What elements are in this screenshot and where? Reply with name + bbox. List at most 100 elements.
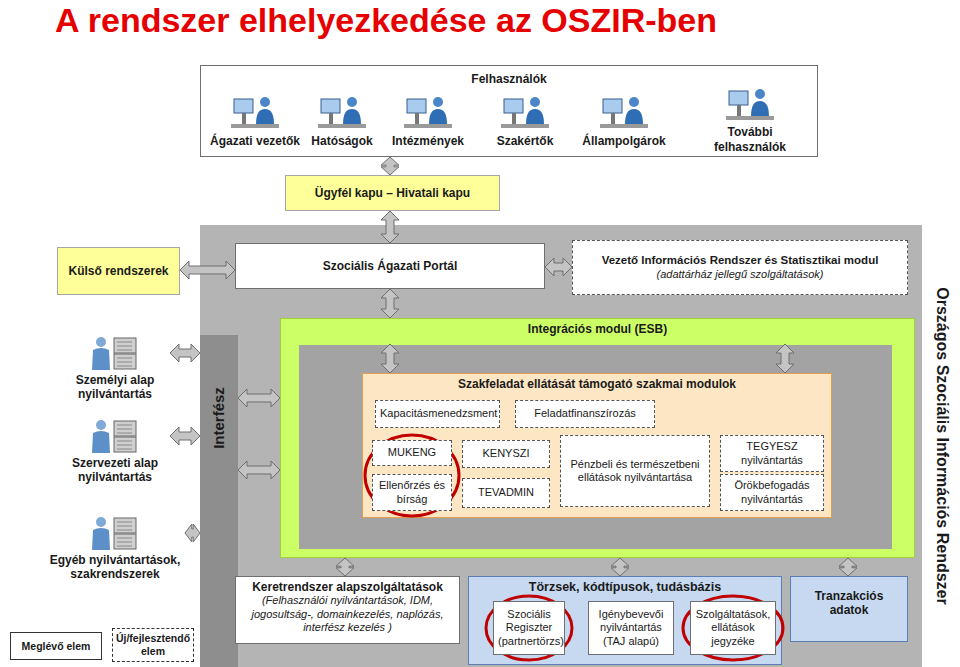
module-box: Szervezeti alap nyilvántartás xyxy=(60,418,170,492)
desk xyxy=(501,124,549,128)
container-box: Törzsek, kódtípusok, tudásbázisSzociális… xyxy=(468,576,782,665)
monitor-stand xyxy=(329,113,333,124)
person-body xyxy=(256,109,274,124)
box-text: Örökbefogadás nyilvántartás xyxy=(725,479,819,505)
server-slot xyxy=(117,362,132,363)
desk xyxy=(404,124,452,128)
module-box: Örökbefogadás nyilvántartás xyxy=(720,474,824,511)
double-arrow xyxy=(170,344,200,362)
server-unit xyxy=(114,354,136,369)
server-icon xyxy=(92,517,136,550)
server-slot xyxy=(117,441,132,442)
module-box: Keretrendszer alapszolgáltatások(Felhasz… xyxy=(235,576,460,644)
box-text: Ügyfél kapu – Hivatali kapu xyxy=(290,186,495,200)
server-unit xyxy=(114,338,136,353)
double-arrow xyxy=(545,258,572,276)
double-arrow xyxy=(238,461,280,479)
server-slot xyxy=(117,542,132,543)
double-arrow xyxy=(238,389,280,407)
module-box: TEGYESZ nyilvántartás xyxy=(720,435,824,472)
server-slot xyxy=(117,366,132,367)
monitor xyxy=(603,99,622,113)
box-text: Személyi alap nyilvántartás xyxy=(62,373,168,402)
box-text: Külső rendszerek xyxy=(62,264,175,278)
person-body xyxy=(526,109,544,124)
person-head xyxy=(96,420,106,430)
module-box: KENYSZI xyxy=(462,440,550,468)
person-body xyxy=(343,109,361,124)
user-group-label: Intézmények xyxy=(368,134,488,149)
monitor-stand xyxy=(512,113,516,124)
desk xyxy=(600,124,648,128)
server-slot xyxy=(117,449,132,450)
person-body xyxy=(625,109,643,124)
user-icon xyxy=(318,97,366,128)
double-arrow xyxy=(381,157,399,175)
user-icon xyxy=(501,97,549,128)
box-text: Szociális Regiszter (partnertörzs) xyxy=(498,608,560,648)
desk xyxy=(231,124,279,128)
box-text: Ellenőrzés és bírság xyxy=(377,479,447,505)
person-head xyxy=(96,337,106,347)
person-head xyxy=(755,89,765,99)
box-text: Vezető Információs Rendszer és Statiszti… xyxy=(577,254,903,268)
user-icon xyxy=(600,97,648,128)
module-box: Egyéb nyilvántartások, szakrendszerek xyxy=(45,515,185,587)
box-text: Igénybevevői nyilvántartás (TAJ alapú) xyxy=(593,608,669,648)
user-group-label: Szakértők xyxy=(465,134,585,149)
double-arrow xyxy=(180,261,235,279)
highlight-ring xyxy=(365,435,459,516)
box-text: Interfész xyxy=(210,387,228,449)
server-slot xyxy=(117,530,132,531)
person-body xyxy=(92,348,110,370)
user-icon xyxy=(231,97,279,128)
module-box: Személyi alap nyilvántartás xyxy=(60,335,170,406)
server-unit xyxy=(114,421,136,436)
highlight-ring xyxy=(683,596,783,660)
module-box: Szociális Ágazati Portál xyxy=(235,243,545,289)
module-box: Kapacitásmenedzsment xyxy=(375,400,500,428)
double-arrow xyxy=(839,558,857,576)
module-box: Tranzakciós adatok xyxy=(790,576,908,642)
double-arrow xyxy=(185,524,200,542)
module-box: Feladatfinanszírozás xyxy=(515,400,655,428)
box-text: Keretrendszer alapszolgáltatások xyxy=(240,580,455,594)
page-title: A rendszer elhelyezkedése az OSZIR-ben xyxy=(55,0,717,40)
server-slot xyxy=(117,429,132,430)
container-box: Országos Szociális Információs RendszerI… xyxy=(200,225,922,667)
server-unit xyxy=(114,437,136,452)
server-slot xyxy=(117,358,132,359)
double-arrow xyxy=(776,344,794,373)
double-arrow xyxy=(170,427,200,445)
double-arrow xyxy=(381,289,399,318)
box-text: (adattárház jellegű szolgáltatások) xyxy=(577,268,903,281)
box-text: Országos Szociális Információs Rendszer xyxy=(932,287,951,604)
person-head xyxy=(433,97,443,107)
module-box: Külső rendszerek xyxy=(57,247,180,295)
person-head xyxy=(530,97,540,107)
monitor xyxy=(504,99,523,113)
box-text: Tranzakciós adatok xyxy=(795,589,903,618)
server-slot xyxy=(117,433,132,434)
box-text: Szolgáltatások, ellátások jegyzéke xyxy=(695,608,771,648)
user-group-label: Hatóságok xyxy=(282,134,402,149)
user-group-label: További felhasználók xyxy=(704,125,796,155)
box-text: Felhasználók xyxy=(205,72,813,86)
server-slot xyxy=(117,342,132,343)
server-slot xyxy=(117,522,132,523)
legend-item: Új/fejlesztendő elem xyxy=(112,628,194,662)
module-box: Igénybevevői nyilvántartás (TAJ alapú) xyxy=(588,601,674,655)
server-slot xyxy=(117,350,132,351)
server-slot xyxy=(117,546,132,547)
double-arrow xyxy=(381,344,399,373)
monitor xyxy=(407,99,426,113)
double-arrow xyxy=(381,211,399,243)
double-arrow xyxy=(611,558,629,576)
box-text: Egyéb nyilvántartások, szakrendszerek xyxy=(47,553,183,582)
person-body xyxy=(429,109,447,124)
box-text: TEGYESZ nyilvántartás xyxy=(725,440,819,466)
box-text: KENYSZI xyxy=(467,447,545,460)
server-slot xyxy=(117,346,132,347)
user-group-label: Ágazati vezetők xyxy=(195,134,315,149)
monitor xyxy=(729,91,748,105)
